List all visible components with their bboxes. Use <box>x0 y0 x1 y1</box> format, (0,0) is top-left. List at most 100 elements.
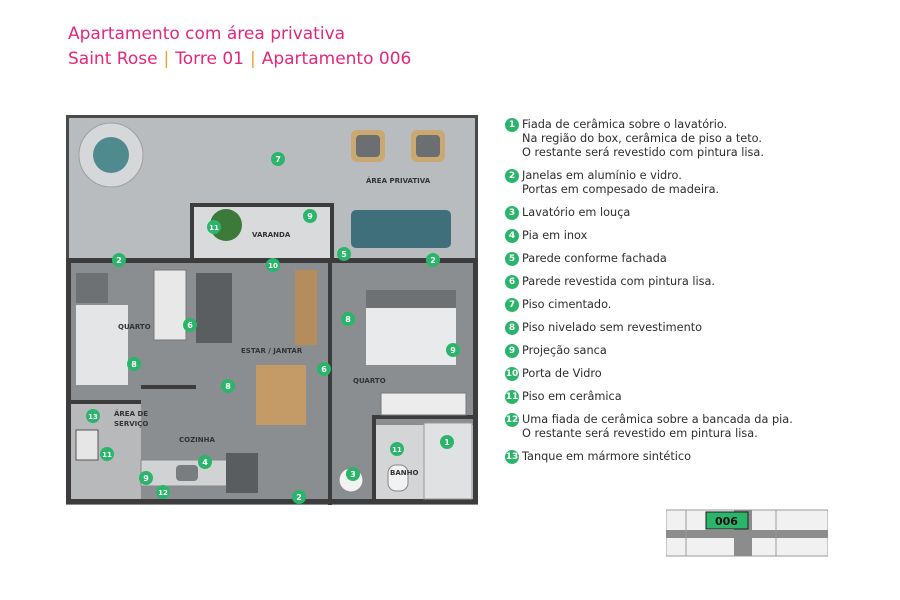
plan-marker <box>183 318 197 332</box>
page-header: Apartamento com área privativa Saint Ros… <box>68 22 411 72</box>
plan-marker <box>100 447 114 461</box>
plan-marker-label: 11 <box>102 451 112 459</box>
outdoor-sofa <box>351 210 451 248</box>
room-label-varanda: VARANDA <box>252 231 291 239</box>
legend-text: Pia em inox <box>522 229 588 242</box>
legend-number-badge: 8 <box>505 321 519 335</box>
legend-text: Lavatório em louça <box>522 206 631 219</box>
plan-marker-label: 12 <box>158 489 168 497</box>
legend-number-badge: 9 <box>505 344 519 358</box>
fridge <box>226 453 258 493</box>
legend-number-badge: 3 <box>505 206 519 220</box>
plan-marker-label: 10 <box>268 262 278 270</box>
plan-marker-label: 8 <box>225 382 231 391</box>
legend-text: Fiada de cerâmica sobre o lavatório. Na … <box>522 118 764 159</box>
room-label-cozinha: COZINHA <box>179 436 215 444</box>
plan-marker <box>317 362 331 376</box>
key-plan-unit-label: 006 <box>715 515 738 528</box>
legend-number-badge: 11 <box>505 390 519 404</box>
shower-box <box>423 422 473 500</box>
room-label-quarto-left: QUARTO <box>118 323 151 331</box>
legend-number-badge: 4 <box>505 229 519 243</box>
legend-number-badge: 13 <box>505 450 519 464</box>
sofa <box>196 273 232 343</box>
outer-wall <box>66 115 69 265</box>
legend-number-badge: 2 <box>505 169 519 183</box>
room-label-banho: BANHO <box>390 469 418 477</box>
kitchen-sink <box>176 465 198 481</box>
wardrobe-right <box>380 392 467 416</box>
plan-marker <box>390 442 404 456</box>
room-label-area-privativa: ÁREA PRIVATIVA <box>366 176 431 185</box>
plan-marker-label: 11 <box>209 224 219 232</box>
legend-text: Uma fiada de cerâmica sobre a bancada da… <box>522 413 793 440</box>
tower-name: Torre 01 <box>175 49 244 69</box>
plan-marker <box>198 455 212 469</box>
wardrobe <box>153 269 187 341</box>
legend-text: Janelas em alumínio e vidro. Portas em c… <box>522 169 720 196</box>
page-title: Apartamento com área privativa <box>68 24 346 44</box>
plan-marker-label: 7 <box>275 155 281 164</box>
legend-text: Parede conforme fachada <box>522 252 667 265</box>
room-label-estar-jantar: ESTAR / JANTAR <box>241 347 303 355</box>
plan-marker <box>341 312 355 326</box>
plan-marker-label: 13 <box>88 413 98 421</box>
plan-marker-label: 11 <box>392 446 402 454</box>
separator: | <box>249 49 256 69</box>
room-labels: ÁREA PRIVATIVA VARANDA QUARTO ESTAR / JA… <box>114 176 431 477</box>
legend-text: Piso nivelado sem revestimento <box>522 321 703 334</box>
legend-text: Tanque em mármore sintético <box>522 450 692 463</box>
plan-marker <box>221 379 235 393</box>
unit-name: Apartamento 006 <box>261 49 412 69</box>
legend-number-badge: 12 <box>505 413 519 427</box>
plan-marker <box>292 490 306 504</box>
plan-marker-label: 4 <box>202 458 208 467</box>
toilet <box>387 464 409 492</box>
room-label-area-servico-2: SERVIÇO <box>114 420 148 428</box>
armchair-seat <box>356 135 380 157</box>
room-label-area-servico-1: ÁREA DE <box>114 409 148 418</box>
plan-marker <box>127 357 141 371</box>
washer <box>75 429 99 461</box>
plan-marker-label: 6 <box>321 365 327 374</box>
plan-marker <box>139 471 153 485</box>
plan-marker-label: 1 <box>444 438 450 447</box>
plan-marker <box>446 343 460 357</box>
key-plan-unit-highlight <box>705 511 749 530</box>
dining-table <box>256 365 306 425</box>
plan-marker <box>271 152 285 166</box>
plan-marker <box>303 209 317 223</box>
tv-panel <box>295 270 317 345</box>
legend-number-badge: 6 <box>505 275 519 289</box>
plan-marker-label: 9 <box>143 474 149 483</box>
plan-marker <box>207 220 221 234</box>
legend-number-badge: 7 <box>505 298 519 312</box>
legend-text: Piso em cerâmica <box>522 390 622 403</box>
plan-marker-label: 3 <box>350 470 356 479</box>
plan-marker <box>426 253 440 267</box>
legend-text: Parede revestida com pintura lisa. <box>522 275 716 288</box>
legend-number-badge: 5 <box>505 252 519 266</box>
bed <box>76 305 128 385</box>
legend-number-badge: 10 <box>505 367 519 381</box>
outer-wall <box>475 115 478 265</box>
plan-marker-label: 6 <box>187 321 193 330</box>
armchair-seat <box>416 135 440 157</box>
project-name: Saint Rose <box>68 49 158 69</box>
legend-number-badge: 1 <box>505 118 519 132</box>
room-label-quarto-right: QUARTO <box>353 377 386 385</box>
legend-text: Piso cimentado. <box>522 298 612 311</box>
